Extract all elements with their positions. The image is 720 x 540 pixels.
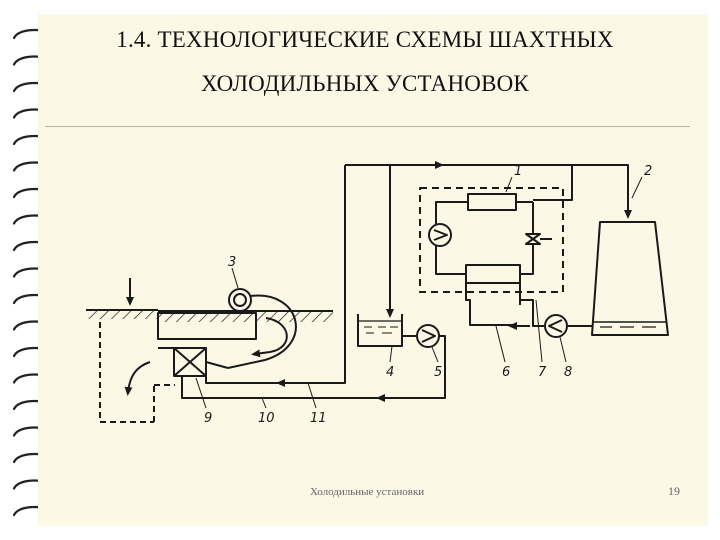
refrigeration-scheme-diagram: 1 2 3 4 5 6 7 8 9 10 11 bbox=[86, 161, 669, 426]
label-5: 5 bbox=[434, 365, 442, 380]
air-flow-arrow bbox=[124, 361, 151, 396]
leader-lines bbox=[195, 176, 643, 409]
air-cooler-9 bbox=[173, 347, 207, 377]
refrigerant-loop-right bbox=[520, 202, 534, 275]
title-line-1: 1.4. ТЕХНОЛОГИЧЕСКИЕ СХЕМЫ ШАХТНЫХ bbox=[116, 27, 614, 52]
page-number: 19 bbox=[668, 484, 680, 498]
pipe-10 bbox=[181, 340, 446, 399]
label-10: 10 bbox=[258, 411, 275, 426]
pump-5 bbox=[416, 324, 440, 348]
mine-shaft bbox=[99, 322, 175, 423]
title-divider bbox=[45, 126, 690, 127]
slide-footer: Холодильные установки bbox=[310, 486, 425, 498]
label-9: 9 bbox=[204, 411, 212, 426]
pipe-11 bbox=[205, 165, 346, 384]
label-8: 8 bbox=[564, 365, 572, 380]
condenser bbox=[462, 193, 533, 211]
refrigeration-machine-1 bbox=[419, 187, 564, 293]
title-line-2: ХОЛОДИЛЬНЫХ УСТАНОВОК bbox=[201, 71, 529, 96]
label-7: 7 bbox=[538, 365, 547, 380]
label-3: 3 bbox=[228, 255, 236, 270]
label-1: 1 bbox=[514, 164, 522, 179]
slide-title: 1.4. ТЕХНОЛОГИЧЕСКИЕ СХЕМЫ ШАХТНЫХ ХОЛОД… bbox=[45, 18, 685, 106]
cooling-tower-2 bbox=[591, 221, 669, 336]
duct-plate bbox=[157, 312, 257, 340]
label-11: 11 bbox=[310, 411, 327, 426]
fan-flow-arrow bbox=[251, 317, 288, 358]
label-6: 6 bbox=[502, 365, 510, 380]
evaporator bbox=[465, 264, 521, 284]
fan-3 bbox=[227, 288, 297, 369]
pump-8 bbox=[544, 314, 568, 338]
pipe-6 bbox=[465, 283, 515, 326]
water-tank-4 bbox=[357, 314, 403, 347]
pipe-to-tower bbox=[572, 164, 632, 219]
ground-surface bbox=[86, 309, 333, 322]
pipe-7 bbox=[520, 299, 545, 327]
expansion-valve bbox=[525, 233, 552, 245]
label-2: 2 bbox=[644, 164, 652, 179]
pipe-top-supply bbox=[345, 164, 573, 201]
label-4: 4 bbox=[386, 365, 394, 380]
compressor bbox=[428, 223, 452, 247]
